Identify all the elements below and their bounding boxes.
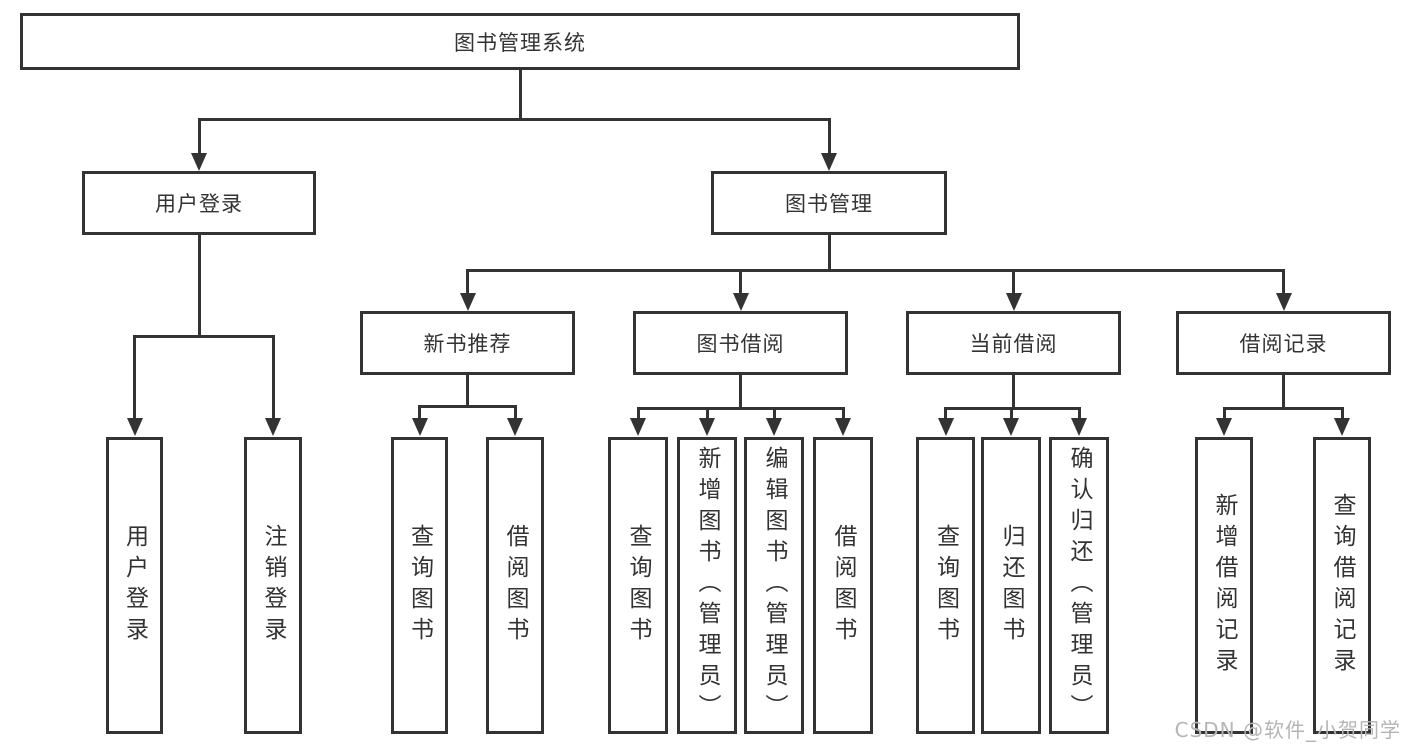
node-user-login-label: 用户登录: [155, 192, 243, 216]
leaf-borrow-borrow: 借阅图书: [813, 437, 873, 734]
node-book-borrow-label: 图书借阅: [696, 332, 785, 356]
connector-newbook-child-stem: [418, 405, 421, 418]
arrow-down-icon: [699, 418, 715, 436]
connector-level2-stem: [1282, 269, 1285, 295]
connector-newbook-child-stem: [513, 405, 517, 418]
arrow-down-icon: [126, 418, 143, 436]
node-user-login: 用户登录: [82, 171, 316, 235]
leaf-records-query: 查询借阅记录: [1313, 437, 1371, 734]
arrow-down-icon: [411, 418, 428, 436]
leaf-borrow-add-label: 新增图书（管理员）: [694, 446, 720, 725]
leaf-current-return: 归还图书: [981, 437, 1041, 734]
connector-records-stem: [1282, 375, 1285, 410]
leaf-user-login: 用户登录: [106, 437, 163, 734]
leaf-newbook-borrow: 借阅图书: [486, 437, 544, 734]
leaf-newbook-query: 查询图书: [391, 437, 448, 734]
arrow-down-icon: [191, 153, 207, 171]
leaf-newbook-query-label: 查询图书: [406, 523, 433, 648]
connector-level2-stem: [466, 269, 469, 295]
connector-level1-stem-right: [827, 118, 831, 154]
arrow-down-icon: [1071, 418, 1087, 436]
arrow-down-icon: [507, 418, 523, 436]
arrow-down-icon: [937, 418, 954, 436]
connector-borrow-child-stem: [636, 407, 640, 418]
leaf-current-return-label: 归还图书: [998, 523, 1024, 648]
arrow-down-icon: [1334, 418, 1350, 436]
node-current-borrow: 当前借阅: [906, 311, 1121, 375]
leaf-borrow-query: 查询图书: [608, 437, 668, 734]
leaf-records-add-label: 新增借阅记录: [1211, 492, 1237, 679]
arrow-down-icon: [766, 418, 782, 436]
arrow-down-icon: [459, 293, 476, 311]
leaf-current-confirm-return: 确认归还（管理员）: [1049, 437, 1109, 734]
connector-borrow-child-stem: [841, 407, 845, 418]
arrow-down-icon: [821, 153, 837, 171]
leaf-current-query: 查询图书: [916, 437, 975, 734]
leaf-user-login-label: 用户登录: [121, 523, 148, 648]
connector-level1-hline: [197, 118, 831, 121]
leaf-borrow-query-label: 查询图书: [625, 523, 651, 648]
arrow-down-icon: [1216, 418, 1232, 436]
connector-mgmt-stem: [827, 235, 831, 272]
node-book-management: 图书管理: [711, 171, 947, 235]
arrow-down-icon: [1005, 293, 1022, 311]
node-root: 图书管理系统: [20, 13, 1020, 70]
node-current-borrow-label: 当前借阅: [969, 332, 1058, 356]
leaf-borrow-edit: 编辑图书（管理员）: [744, 437, 804, 734]
connector-borrow-child-stem: [705, 407, 709, 418]
arrow-down-icon: [732, 293, 749, 311]
leaf-borrow-borrow-label: 借阅图书: [830, 523, 856, 648]
node-book-management-label: 图书管理: [785, 192, 873, 216]
connector-records-child-stem: [1222, 407, 1226, 418]
watermark: CSDN @软件_小贺同学: [1174, 718, 1401, 742]
connector-current-child-stem: [1009, 407, 1013, 418]
connector-level2-stem: [739, 269, 742, 295]
connector-user-child-stem: [133, 335, 136, 418]
leaf-borrow-add: 新增图书（管理员）: [677, 437, 737, 734]
connector-current-stem: [1012, 375, 1015, 410]
arrow-down-icon: [835, 418, 851, 436]
leaf-records-query-label: 查询借阅记录: [1329, 492, 1355, 679]
connector-borrow-stem: [739, 375, 742, 410]
arrow-down-icon: [630, 418, 646, 436]
connector-records-child-stem: [1340, 407, 1344, 418]
connector-user-stem: [197, 235, 201, 338]
node-borrow-records-label: 借阅记录: [1239, 332, 1328, 356]
connector-current-child-stem: [1077, 407, 1081, 418]
arrow-down-icon: [265, 418, 281, 436]
connector-current-child-stem: [944, 407, 947, 418]
leaf-current-query-label: 查询图书: [932, 523, 959, 648]
connector-root-stem: [518, 70, 522, 118]
connector-borrow-child-stem: [772, 407, 776, 418]
leaf-logout-label: 注销登录: [260, 523, 286, 648]
connector-borrow-hline: [636, 407, 845, 410]
node-new-book-recommend-label: 新书推荐: [423, 332, 512, 356]
connector-newbook-stem: [466, 375, 469, 408]
connector-newbook-hline: [418, 405, 517, 408]
connector-user-child-stem: [271, 335, 275, 418]
leaf-records-add: 新增借阅记录: [1195, 437, 1253, 734]
leaf-logout: 注销登录: [244, 437, 302, 734]
connector-level1-stem-left: [197, 118, 201, 154]
arrow-down-icon: [1275, 293, 1292, 311]
connector-records-hline: [1222, 407, 1344, 410]
node-new-book-recommend: 新书推荐: [360, 311, 575, 375]
connector-level2-hline: [466, 269, 1285, 272]
node-borrow-records: 借阅记录: [1176, 311, 1391, 375]
arrow-down-icon: [1003, 418, 1019, 436]
connector-level2-stem: [1012, 269, 1015, 295]
leaf-borrow-edit-label: 编辑图书（管理员）: [761, 446, 787, 725]
node-root-label: 图书管理系统: [454, 30, 586, 55]
connector-user-hline: [133, 335, 275, 338]
leaf-newbook-borrow-label: 借阅图书: [502, 523, 528, 648]
leaf-current-confirm-return-label: 确认归还（管理员）: [1066, 446, 1092, 725]
node-book-borrow: 图书借阅: [633, 311, 848, 375]
